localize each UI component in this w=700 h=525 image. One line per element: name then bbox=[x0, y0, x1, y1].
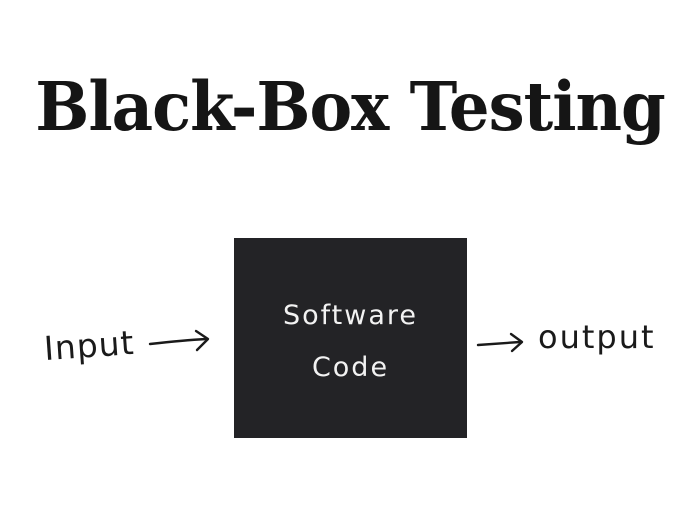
input-arrow-icon bbox=[148, 329, 210, 352]
software-black-box: Software Code bbox=[234, 238, 467, 438]
diagram-title: Black-Box Testing bbox=[35, 68, 666, 147]
input-label: Input bbox=[42, 322, 136, 369]
output-arrow-icon bbox=[476, 332, 524, 353]
output-label: output bbox=[538, 318, 656, 356]
box-label-software: Software bbox=[282, 300, 419, 331]
box-label-code: Code bbox=[311, 352, 390, 383]
